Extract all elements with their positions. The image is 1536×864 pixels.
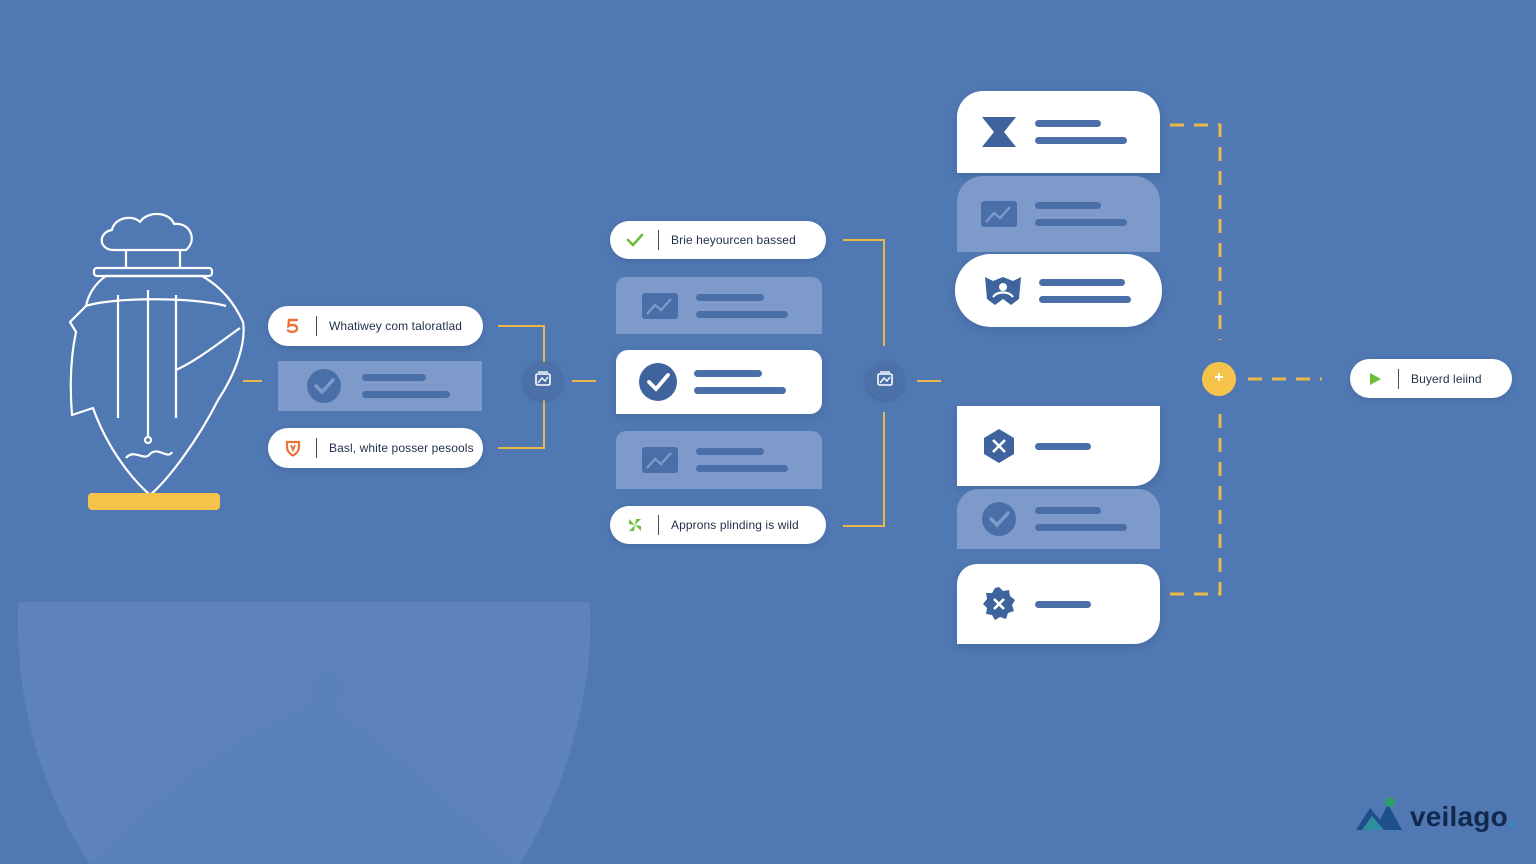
brand-dot: . — [1507, 800, 1516, 832]
check-circle-icon — [304, 366, 344, 406]
pill-label: Whatiwey com taloratlad — [329, 319, 463, 333]
merge-node-1[interactable] — [524, 362, 562, 400]
middle-card-image-1[interactable] — [616, 277, 822, 334]
placeholder-lines — [696, 293, 788, 318]
placeholder-lines — [1035, 202, 1127, 226]
mask-icon — [983, 271, 1023, 311]
separator — [1398, 368, 1399, 389]
final-merge-node[interactable] — [1202, 362, 1236, 396]
placeholder-lines — [1035, 120, 1127, 144]
brand-name: veilago — [1410, 800, 1508, 832]
pill-label: Buyerd leiind — [1411, 371, 1482, 386]
image-stack-icon — [876, 370, 894, 393]
placeholder-lines — [1035, 507, 1127, 531]
brand-logo[interactable]: veilago . — [1354, 794, 1516, 839]
left-pill-bottom[interactable]: Basl, white posser pesools — [268, 428, 483, 468]
close-gear-icon — [979, 584, 1019, 624]
middle-pill-top[interactable]: Brie heyourcen bassed — [610, 221, 826, 259]
close-badge-icon — [979, 426, 1019, 466]
separator — [658, 230, 659, 250]
middle-pill-bottom[interactable]: Approns plinding is wild — [610, 506, 826, 544]
house-mountain-icon — [1354, 794, 1404, 839]
middle-card-check[interactable] — [616, 350, 822, 414]
placeholder-lines — [696, 448, 788, 472]
check-icon — [624, 229, 646, 251]
right-card-image[interactable] — [957, 176, 1160, 252]
middle-card-image-2[interactable] — [616, 431, 822, 489]
final-pill[interactable]: Buyerd leiind — [1350, 359, 1512, 398]
pill-label: Brie heyourcen bassed — [671, 233, 796, 247]
image-stack-icon — [534, 370, 552, 393]
clover-icon — [624, 514, 646, 536]
left-pill-top[interactable]: Whatiwey com taloratlad — [268, 306, 483, 346]
right-card-cross-2[interactable] — [957, 564, 1160, 644]
shield-icon — [282, 437, 304, 459]
check-circle-icon — [979, 499, 1019, 539]
number-five-icon — [282, 315, 304, 337]
left-card-check[interactable] — [278, 361, 482, 411]
image-icon — [640, 286, 680, 326]
play-icon — [1364, 368, 1386, 390]
separator — [316, 316, 317, 336]
pill-label: Approns plinding is wild — [671, 518, 799, 532]
right-card-check[interactable] — [957, 489, 1160, 549]
placeholder-lines — [694, 370, 786, 394]
plus-icon — [1213, 370, 1225, 388]
right-card-mask[interactable] — [955, 254, 1162, 327]
merge-node-2[interactable] — [866, 362, 904, 400]
hourglass-icon — [979, 112, 1019, 152]
separator — [316, 438, 317, 458]
placeholder-lines — [1035, 442, 1091, 450]
right-card-cross-1[interactable] — [957, 406, 1160, 486]
check-circle-icon — [638, 362, 678, 402]
placeholder-lines — [1035, 600, 1091, 608]
vase-base — [88, 493, 220, 510]
placeholder-lines — [362, 374, 450, 398]
image-icon — [640, 440, 680, 480]
separator — [658, 515, 659, 535]
pill-label: Basl, white posser pesools — [329, 441, 474, 455]
right-card-hourglass[interactable] — [957, 91, 1160, 173]
placeholder-lines — [1039, 278, 1131, 303]
image-icon — [979, 194, 1019, 234]
chef-vase-illustration — [68, 212, 245, 510]
